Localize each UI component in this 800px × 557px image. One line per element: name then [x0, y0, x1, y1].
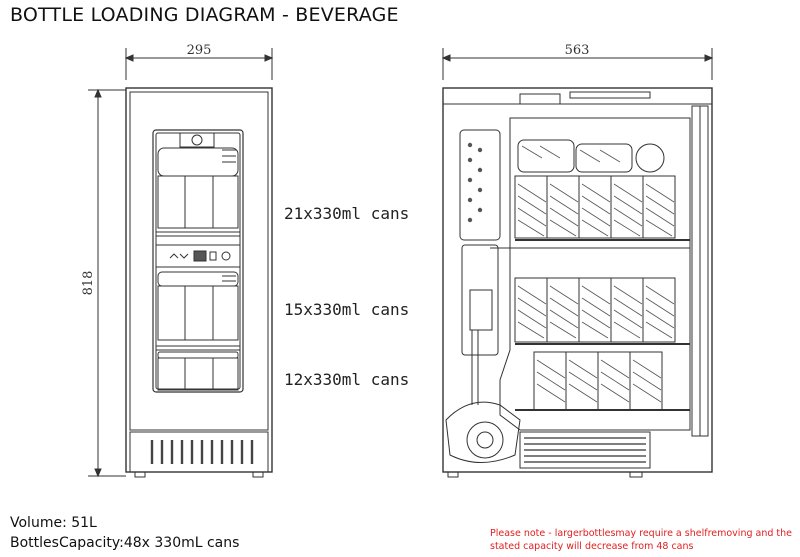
capacity-top-shelf: 21x330ml cans — [284, 204, 410, 223]
note-line-1: Please note - largerbottlesmay require a… — [490, 528, 793, 539]
middle-shelf-cans — [514, 277, 676, 343]
diagram-title: BOTTLE LOADING DIAGRAM - BEVERAGE — [10, 4, 399, 26]
depth-dimension-line — [441, 48, 714, 80]
height-dimension-line — [88, 88, 126, 478]
note-line-2: stated capacity will decrease from 48 ca… — [490, 541, 694, 552]
width-dimension: 295 — [187, 43, 212, 58]
front-view — [125, 87, 273, 478]
volume-text: Volume: 51L — [10, 515, 97, 531]
depth-dimension: 563 — [565, 43, 590, 58]
bottle-capacity-text: BottlesCapacity:48x 330mL cans — [10, 535, 240, 551]
bottom-shelf-cans — [533, 351, 663, 411]
top-shelf-cans — [514, 139, 676, 239]
capacity-middle-shelf: 15x330ml cans — [284, 300, 410, 319]
capacity-bottom-shelf: 12x330ml cans — [284, 370, 410, 389]
compressor — [445, 330, 651, 478]
width-dimension-line — [124, 48, 274, 80]
height-dimension: 818 — [81, 271, 96, 296]
